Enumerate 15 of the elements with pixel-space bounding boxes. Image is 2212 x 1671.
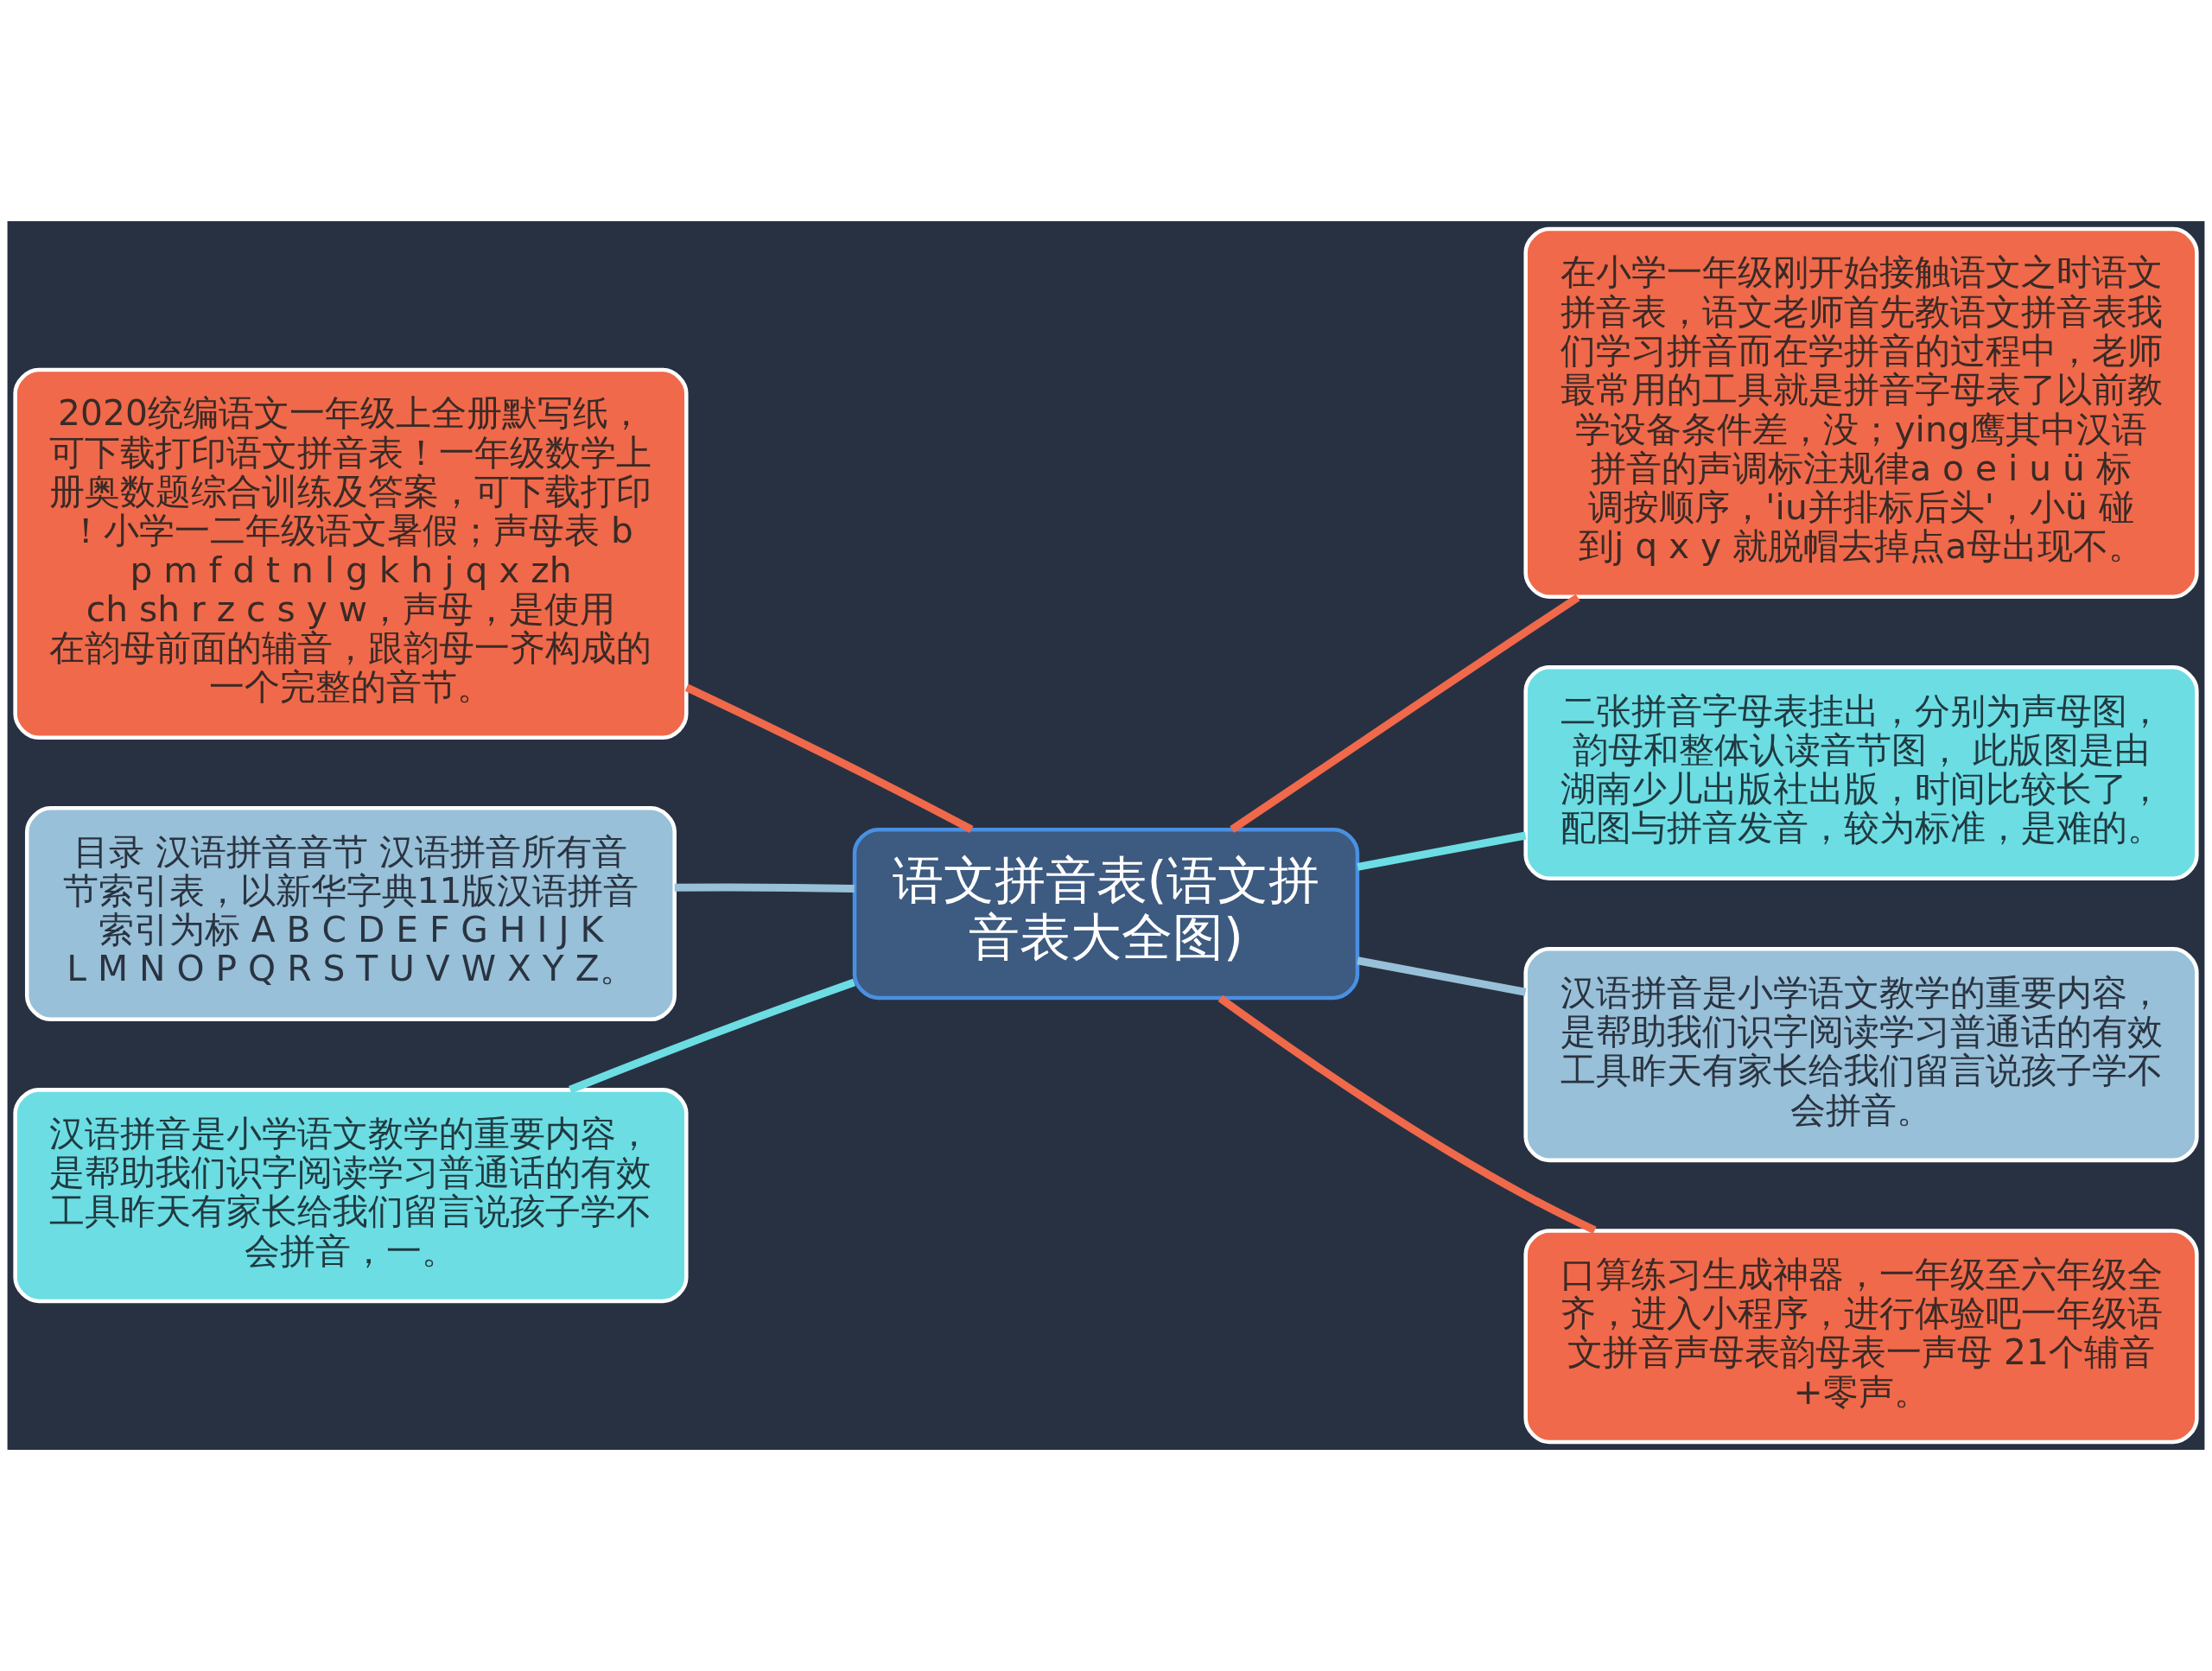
- connector: [1357, 956, 1527, 996]
- connector: [1357, 831, 1527, 871]
- connector: [684, 683, 974, 834]
- node-box: 汉语拼音是小学语文教学的重要内容，是帮助我们识字阅读学习普通话的有效工具昨天有家长给我们留言说孩子学不会拼音。: [1523, 947, 2199, 1163]
- node-box: 语文拼音表(语文拼音表大全图): [852, 827, 1360, 1001]
- node-box: 二张拼音字母表挂出，分别为声母图，韵母和整体认读音节图， 此版图是由湖南少儿出版社出版，时间比较长了，配图与拼音发音，较为标准，是难的。: [1523, 665, 2199, 881]
- node-box: 2020统编语文一年级上全册默写纸，可下载打印语文拼音表！一年级数学上册奥数题综合训练及答案，可下载打印！小学一二年级语文暑假；声母表 b p m f d t n l g k h j q x zh ch sh r z c s y w，声母，是使用在韵母前面的辅音，跟韵母一齐构成的一个完整的音节。: [13, 367, 689, 740]
- node-box: 在小学一年级刚开始接触语文之时语文拼音表，语文老师首先教语文拼音表我们学习拼音而在学拼音的过程中，老师最常用的工具就是拼音字母表了以前教学设备条件差，没；ying鹰其中汉语拼音的声调标注规律a o e i u ü 标调按顺序，'iu并排标后头'，小ü 碰到j q x y 就脱帽去掉点a母出现不。: [1523, 226, 2199, 599]
- connector: [1230, 594, 1580, 833]
- node-box: 口算练习生成神器，一年级至六年级全齐，进入小程序，进行体验吧一年级语文拼音声母表韵母表一声母 21个辅音+零声。: [1523, 1229, 2199, 1445]
- node-box: 汉语拼音是小学语文教学的重要内容，是帮助我们识字阅读学习普通话的有效工具昨天有家长给我们留言说孩子学不会拼音，一。: [13, 1088, 689, 1304]
- connector: [569, 978, 856, 1094]
- connector: [674, 883, 855, 893]
- node-box: 目录 汉语拼音音节 汉语拼音所有音节索引表，以新华字典11版汉语拼音索引为标 A B C D E F G H I J K L M N O P Q R S T U V W X Y Z。: [24, 806, 677, 1022]
- connector: [1217, 994, 1597, 1235]
